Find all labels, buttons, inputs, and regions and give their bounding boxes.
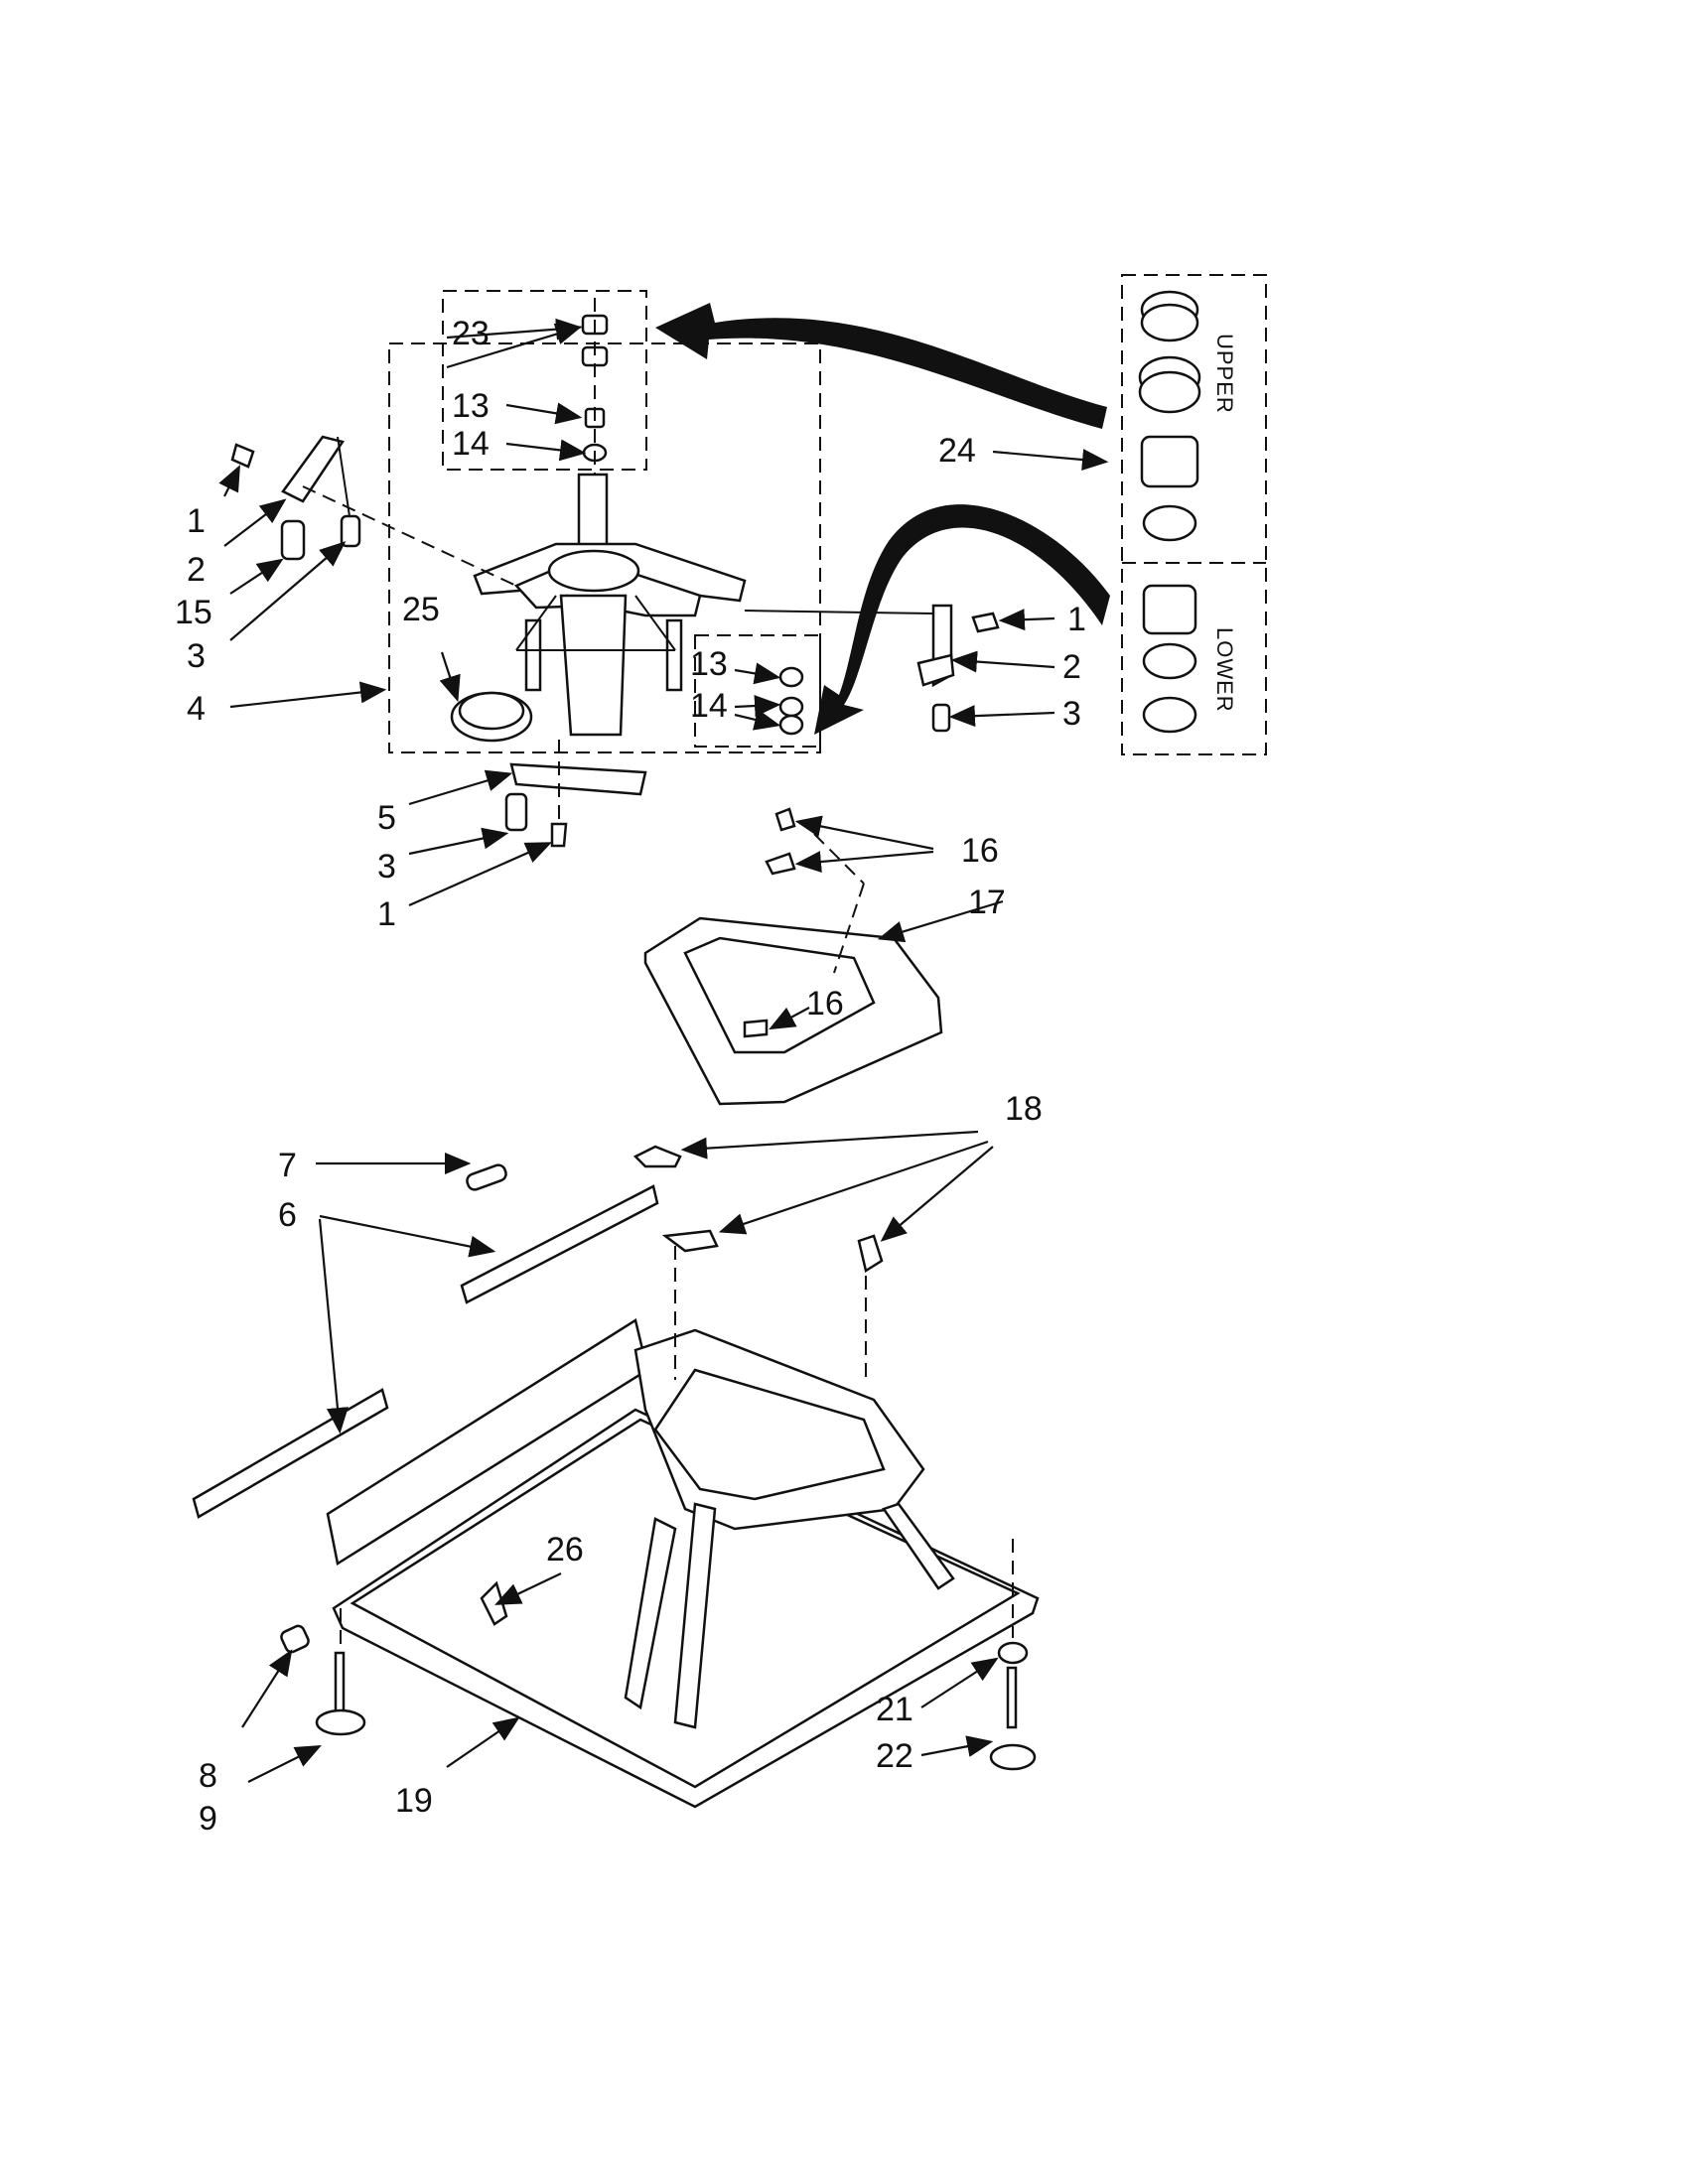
lower-bushing-detail-box [694, 634, 821, 748]
right-bracket-hardware [744, 604, 1000, 733]
callout-5: 5 [377, 799, 396, 837]
callout-7: 7 [278, 1147, 297, 1184]
leader-arrows [218, 318, 1109, 1783]
kit-upper-label: UPPER [1212, 334, 1237, 414]
callout-1-lower: 1 [377, 895, 396, 933]
callout-16: 16 [961, 832, 999, 870]
callout-1: 1 [187, 502, 206, 540]
callout-3-right: 3 [1062, 695, 1081, 733]
callout-23: 23 [452, 315, 490, 352]
bushing-stack [581, 298, 609, 475]
callout-6: 6 [278, 1196, 297, 1234]
callout-17: 17 [968, 884, 1006, 921]
mechanism-base-box [388, 342, 821, 753]
upper-bearings [1138, 290, 1201, 542]
kit-lower-label: LOWER [1212, 627, 1237, 713]
upper-bearing-pointer-arrow [655, 303, 1107, 429]
upper-mechanism-assembly [230, 274, 1267, 848]
callout-22: 22 [876, 1737, 913, 1775]
callout-labels: 1 2 15 3 4 25 23 13 14 13 14 24 1 2 3 5 … [175, 315, 1086, 1838]
lower-bushing-stack [778, 666, 804, 736]
callout-2: 2 [187, 551, 206, 589]
callout-25: 25 [402, 591, 440, 628]
callout-4: 4 [187, 690, 206, 728]
callout-9: 9 [199, 1800, 217, 1838]
bearing-kit-panel: UPPER LOWER [1138, 290, 1237, 734]
suspension-frame-part-17 [643, 807, 943, 1106]
callout-1-right: 1 [1067, 601, 1086, 638]
bearing-kit-box [1121, 274, 1267, 755]
bushing-detail-box [442, 290, 647, 471]
lower-bearing-pointer-arrow [814, 504, 1110, 735]
callout-16-lower: 16 [806, 985, 844, 1023]
lower-bearings [1142, 584, 1197, 734]
callout-13: 13 [452, 387, 490, 425]
callout-18: 18 [1005, 1090, 1043, 1128]
cabinet-base-part-19 [326, 1318, 1040, 1809]
left-bracket-hardware [230, 435, 517, 587]
callout-24: 24 [938, 432, 976, 470]
callout-21: 21 [876, 1691, 913, 1728]
lower-bracket-part-5 [504, 740, 647, 848]
callout-2-right: 2 [1062, 648, 1081, 686]
callout-14-lower: 14 [690, 687, 728, 725]
callout-26: 26 [546, 1531, 584, 1569]
callout-15: 15 [175, 594, 212, 631]
callout-14: 14 [452, 425, 490, 463]
mechanism-base-part-4 [473, 473, 747, 737]
callout-13-lower: 13 [690, 645, 728, 683]
callout-3-lower: 3 [377, 848, 396, 886]
callout-3: 3 [187, 637, 206, 675]
callout-8: 8 [199, 1757, 217, 1795]
seal-ring-part-25 [450, 691, 533, 743]
callout-19: 19 [395, 1782, 433, 1820]
